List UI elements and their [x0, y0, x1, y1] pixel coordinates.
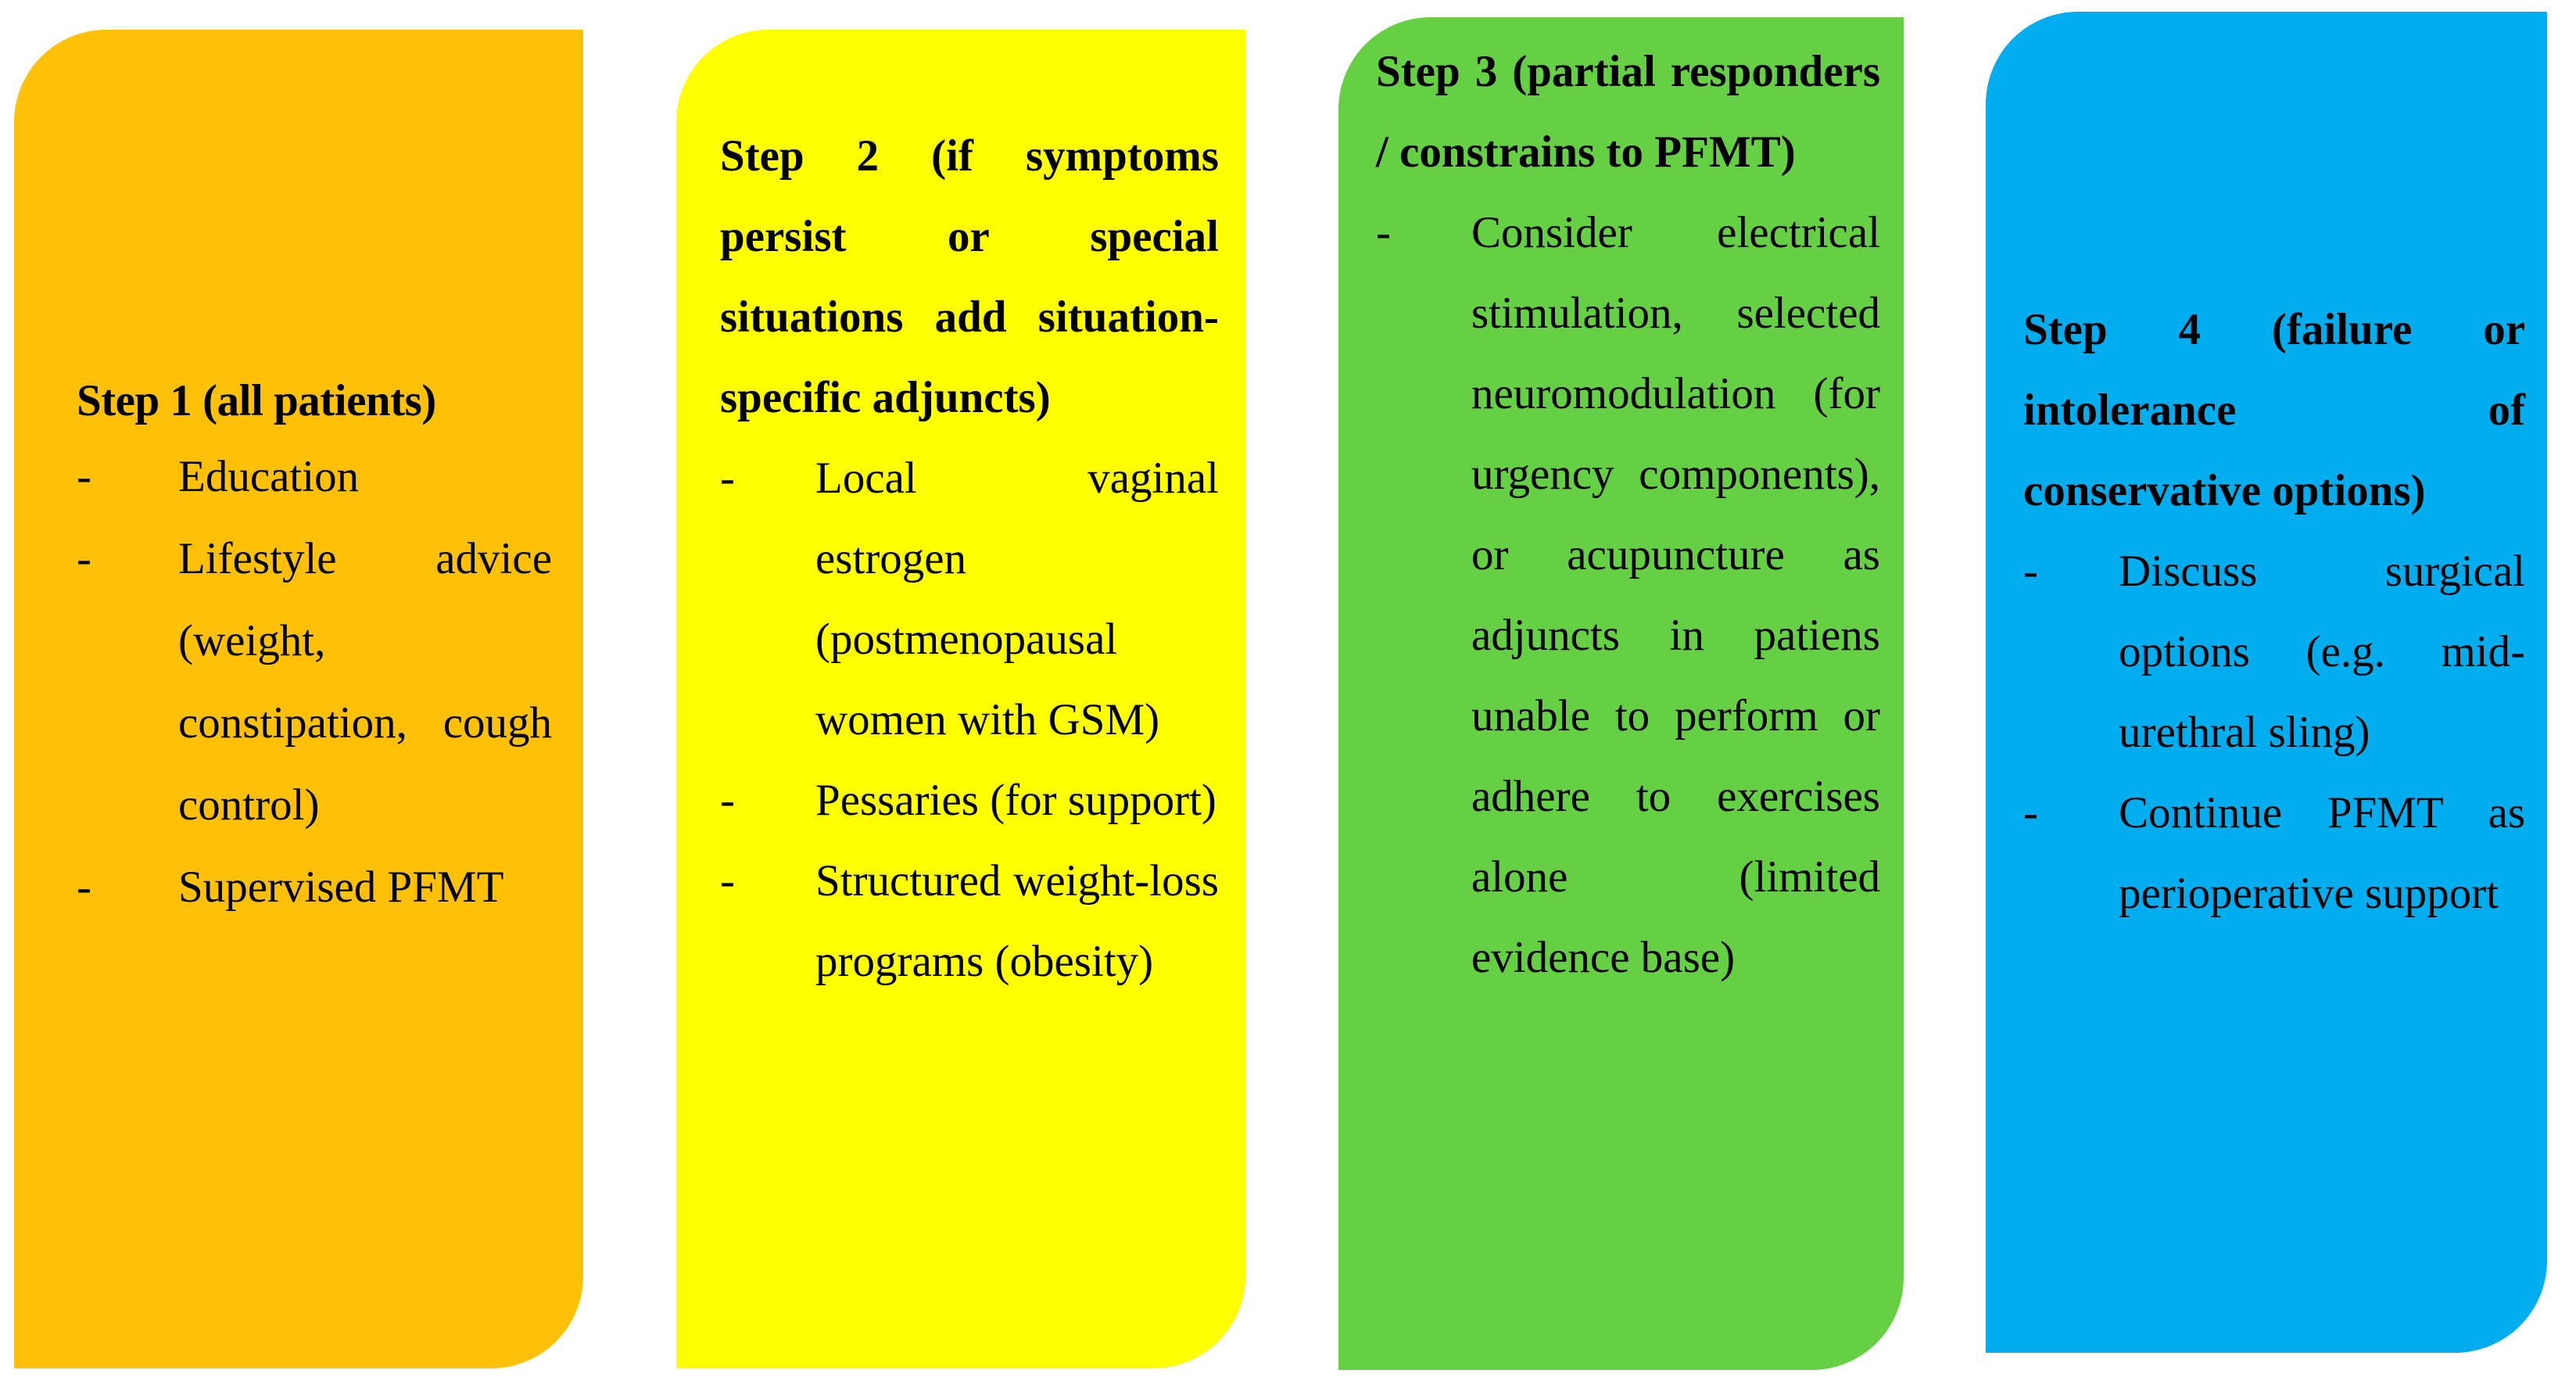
step-card-1-content: Step 1 (all patients) - Education - Life…	[14, 378, 583, 928]
step-card-1-bullet-list: - Education - Lifestyle advice (weight, …	[77, 436, 552, 928]
list-item: - Lifestyle advice (weight, constipation…	[77, 518, 552, 846]
list-item: - Discuss surgical options (e.g. mid-ure…	[2023, 531, 2525, 773]
step-card-1-title: Step 1 (all patients)	[77, 376, 436, 425]
list-item-text: Continue PFMT as perioperative support	[2119, 788, 2525, 918]
bullet-dash-icon: -	[77, 534, 91, 583]
step-card-4-content: Step 4 (failure or intolerance of conser…	[1986, 289, 2547, 934]
list-item: - Local vaginal estrogen (postmenopausal…	[720, 438, 1219, 760]
step-card-3-content: Step 3 (partial responders / constrains …	[1338, 31, 1904, 998]
list-item-text: Lifestyle advice (weight, constipation, …	[178, 534, 552, 830]
list-item-text: Local vaginal estrogen (postmenopausal w…	[815, 454, 1219, 744]
step-card-4-title: Step 4 (failure or intolerance of conser…	[2023, 305, 2525, 515]
step-card-2-bullet-list: - Local vaginal estrogen (postmenopausal…	[720, 438, 1219, 1002]
bullet-dash-icon: -	[2023, 547, 2038, 596]
step-card-1: Step 1 (all patients) - Education - Life…	[14, 30, 583, 1368]
step-card-4: Step 4 (failure or intolerance of conser…	[1986, 12, 2547, 1353]
list-item: - Education	[77, 436, 552, 518]
list-item: - Structured weight-loss programs (obesi…	[720, 841, 1219, 1002]
step-card-3-title: Step 3 (partial responders / constrains …	[1376, 47, 1880, 177]
list-item: - Supervised PFMT	[77, 846, 552, 928]
bullet-dash-icon: -	[2023, 788, 2038, 837]
list-item-text: Discuss surgical options (e.g. mid-ureth…	[2119, 547, 2525, 757]
list-item: - Consider electrical stimulation, selec…	[1376, 192, 1880, 998]
bullet-dash-icon: -	[720, 856, 735, 906]
step-card-2-title: Step 2 (if symptoms persist or special s…	[720, 131, 1219, 422]
step-card-2: Step 2 (if symptoms persist or special s…	[676, 30, 1245, 1368]
list-item-text: Consider electrical stimulation, selecte…	[1471, 208, 1880, 982]
step-card-3: Step 3 (partial responders / constrains …	[1338, 17, 1904, 1370]
list-item: - Pessaries (for support)	[720, 760, 1219, 841]
list-item-text: Structured weight-loss programs (obesity…	[815, 856, 1219, 986]
bullet-dash-icon: -	[720, 776, 735, 825]
step-card-3-bullet-list: - Consider electrical stimulation, selec…	[1376, 192, 1880, 998]
list-item: - Continue PFMT as perioperative support	[2023, 773, 2525, 934]
list-item-text: Pessaries (for support)	[815, 776, 1216, 825]
bullet-dash-icon: -	[77, 863, 91, 912]
step-card-4-bullet-list: - Discuss surgical options (e.g. mid-ure…	[2023, 531, 2525, 934]
bullet-dash-icon: -	[720, 454, 735, 503]
bullet-dash-icon: -	[1376, 208, 1391, 257]
list-item-text: Supervised PFMT	[178, 863, 504, 912]
list-item-text: Education	[178, 452, 360, 501]
bullet-dash-icon: -	[77, 452, 91, 501]
step-card-2-content: Step 2 (if symptoms persist or special s…	[676, 116, 1245, 1002]
